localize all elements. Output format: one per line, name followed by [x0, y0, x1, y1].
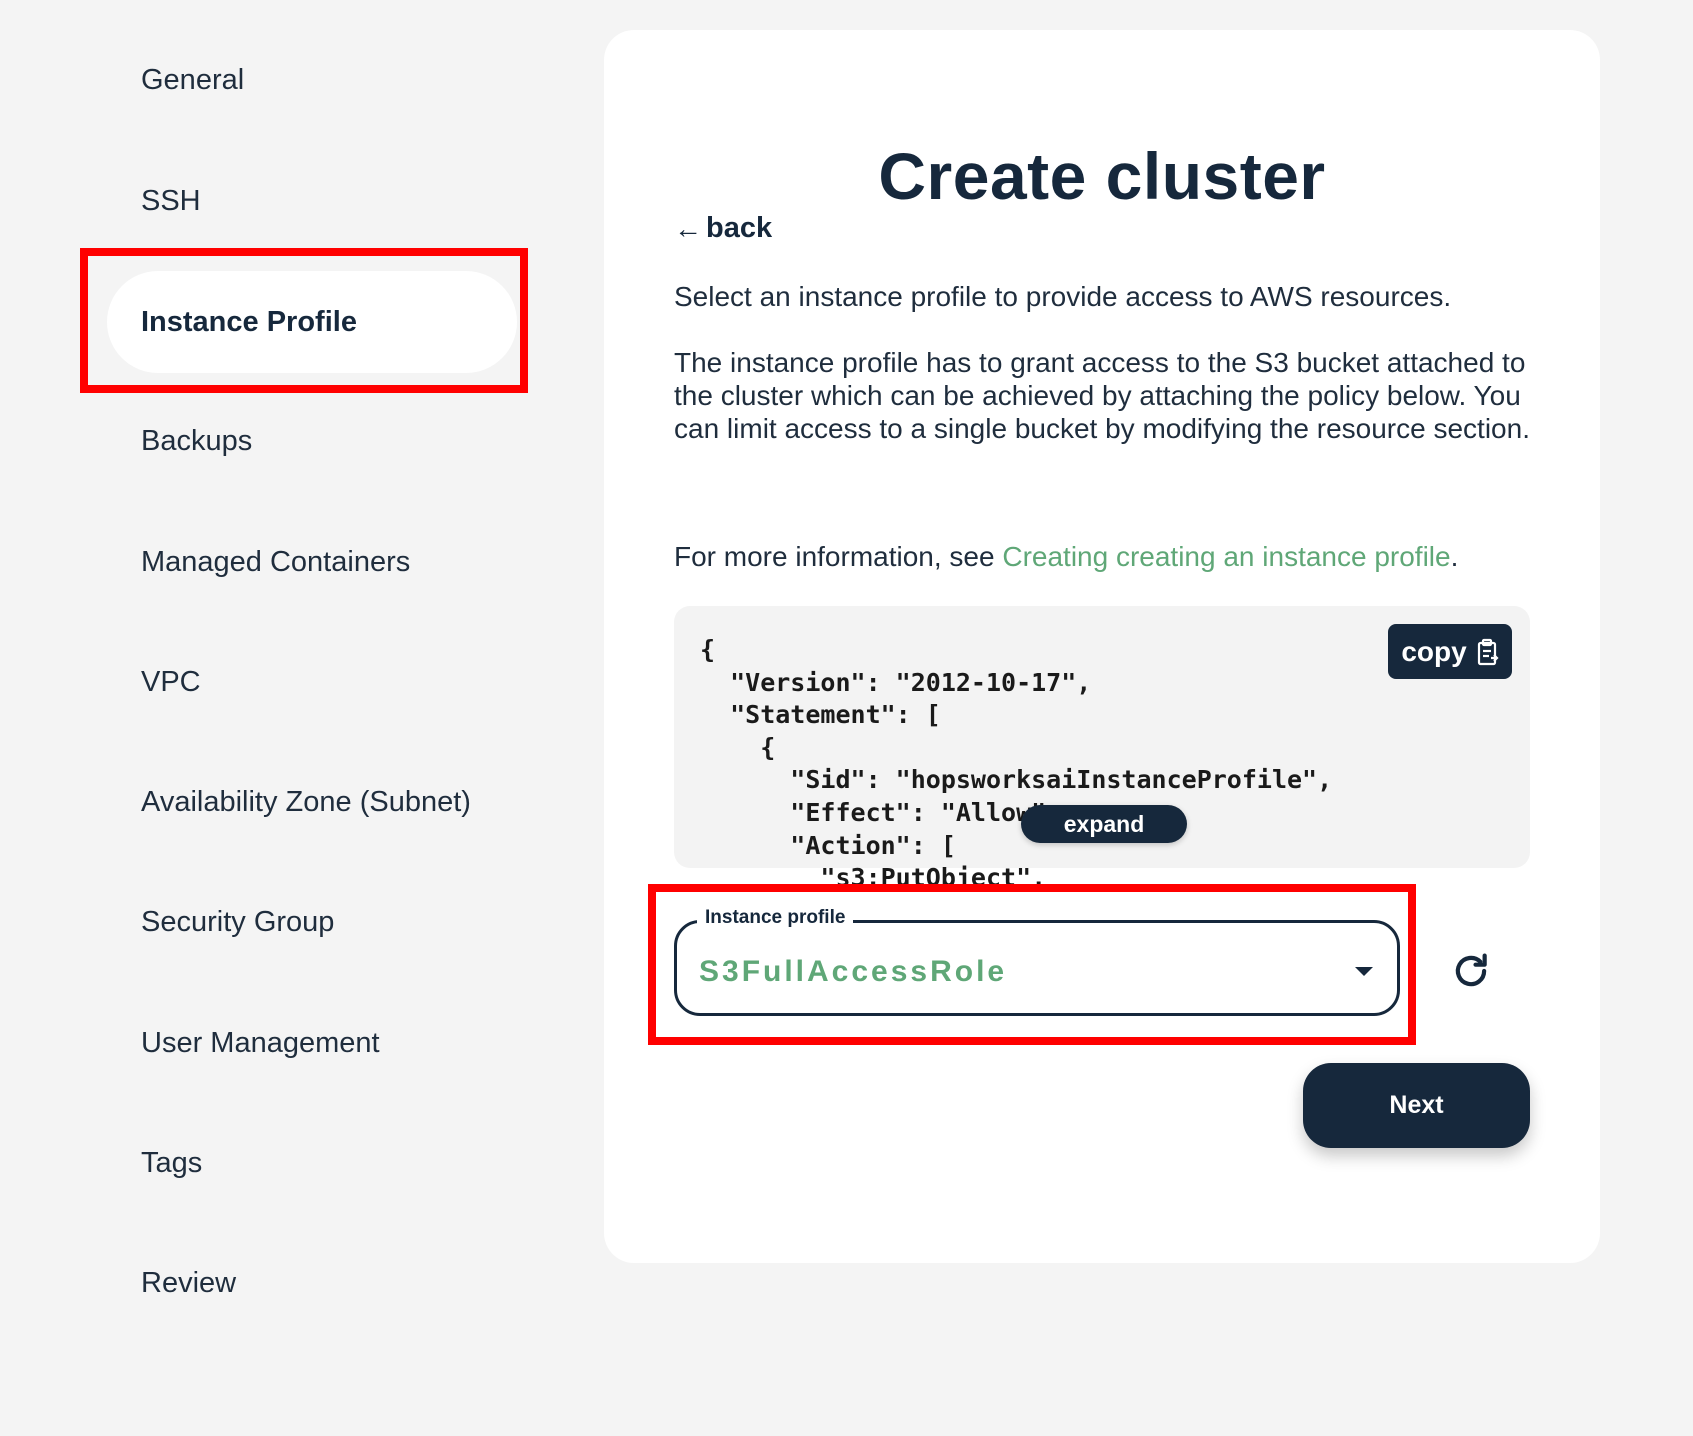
- intro-text: Select an instance profile to provide ac…: [674, 281, 1452, 312]
- more-info-prefix: For more information, see: [674, 541, 1003, 572]
- sidebar-nav: General SSH Instance Profile Backups Man…: [0, 0, 560, 1436]
- sidebar-item-user-management[interactable]: User Management: [141, 1027, 380, 1059]
- copy-label: copy: [1401, 635, 1467, 667]
- clipboard-icon: [1477, 638, 1499, 665]
- sidebar-item-ssh[interactable]: SSH: [141, 185, 201, 217]
- sidebar-item-security-group[interactable]: Security Group: [141, 906, 335, 938]
- instance-profile-select[interactable]: Instance profile S3FullAccessRole: [674, 907, 1400, 1016]
- sidebar-item-instance-profile[interactable]: Instance Profile: [107, 271, 517, 373]
- sidebar-item-general[interactable]: General: [141, 64, 245, 96]
- caret-down-icon: [1355, 967, 1373, 976]
- back-label: back: [706, 212, 773, 244]
- instance-profile-docs-link[interactable]: Creating creating an instance profile: [1002, 541, 1451, 572]
- sidebar-item-backups[interactable]: Backups: [141, 425, 253, 457]
- page-title: Create cluster: [878, 139, 1326, 213]
- sidebar-item-tags[interactable]: Tags: [141, 1147, 203, 1179]
- arrow-left-icon: ←: [674, 212, 702, 244]
- sidebar-item-availability-zone[interactable]: Availability Zone (Subnet): [141, 786, 471, 818]
- policy-code: { "Version": "2012-10-17", "Statement": …: [700, 635, 1333, 893]
- next-button[interactable]: Next: [1303, 1063, 1530, 1148]
- sidebar-item-vpc[interactable]: VPC: [141, 666, 201, 698]
- refresh-button[interactable]: [1450, 950, 1492, 992]
- back-link[interactable]: ← back: [674, 212, 772, 245]
- more-info-suffix: .: [1450, 541, 1459, 572]
- refresh-icon: [1455, 953, 1487, 987]
- more-info-text: For more information, see Creating creat…: [674, 540, 1554, 573]
- details-text: The instance profile has to grant access…: [674, 347, 1530, 444]
- expand-button[interactable]: expand: [1021, 805, 1187, 843]
- copy-button[interactable]: copy: [1388, 624, 1512, 679]
- create-cluster-card: Create cluster ← back Select an instance…: [604, 30, 1600, 1263]
- sidebar-item-review[interactable]: Review: [141, 1267, 237, 1299]
- instance-profile-label: Instance profile: [697, 907, 854, 929]
- instance-profile-value: S3FullAccessRole: [699, 955, 1008, 988]
- sidebar-item-managed-containers[interactable]: Managed Containers: [141, 546, 411, 578]
